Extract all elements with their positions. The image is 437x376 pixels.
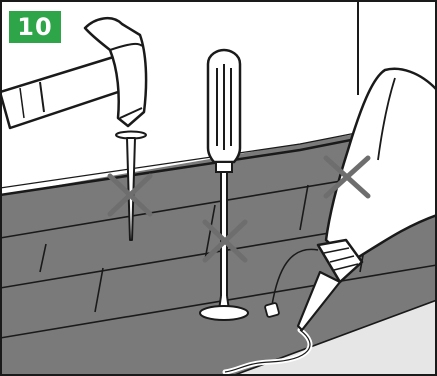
prohibited-crosses bbox=[107, 155, 371, 263]
step-number-badge: 10 bbox=[9, 11, 61, 43]
cross-mark-glue bbox=[323, 155, 371, 199]
nail bbox=[115, 130, 147, 241]
cross-mark-screwdriver bbox=[202, 219, 248, 263]
cross-mark-nail bbox=[107, 173, 153, 217]
glue-bead-outline bbox=[224, 329, 311, 373]
uncovered-subfloor bbox=[231, 299, 437, 376]
glue-bottle bbox=[264, 67, 437, 332]
hammer bbox=[0, 16, 148, 130]
